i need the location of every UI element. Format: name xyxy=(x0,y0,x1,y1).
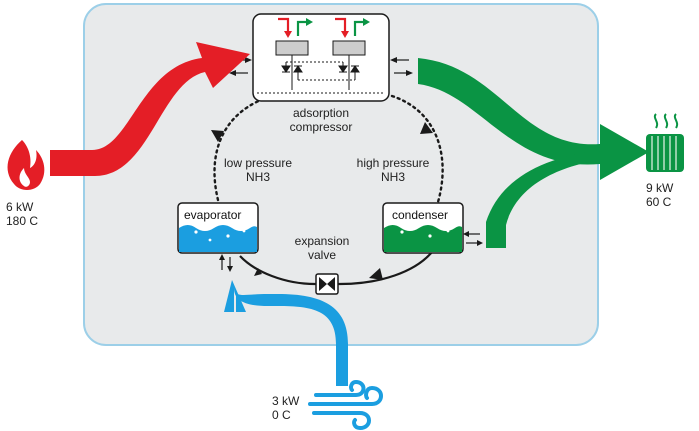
heat-out-arrow-green-left xyxy=(296,20,308,36)
radiator-icon xyxy=(646,113,684,172)
condenser-unit xyxy=(382,202,483,254)
ambient-source-temperature: 0 C xyxy=(272,408,291,422)
adsorber-bed-left xyxy=(275,40,309,56)
heat-output-temperature: 60 C xyxy=(646,195,672,209)
high-pressure-arrowhead xyxy=(420,122,433,134)
ambient-input-arrow xyxy=(224,280,348,386)
wind-icon xyxy=(308,379,383,431)
adsorber-bed-right xyxy=(332,40,366,56)
liquid-arrowhead-right xyxy=(369,268,383,280)
condenser-heat-arrow xyxy=(486,150,600,248)
flame-icon xyxy=(7,140,45,190)
evaporator-unit xyxy=(177,202,259,272)
heat-output-power: 9 kW xyxy=(646,181,674,195)
low-pressure-label-line1: low pressure xyxy=(224,156,292,170)
heat-output-arrow xyxy=(418,58,649,180)
heat-out-arrow-green-right xyxy=(353,20,365,36)
adsorption-compressor xyxy=(229,13,413,102)
expansion-valve-symbol xyxy=(315,273,339,295)
low-pressure-label-line2: NH3 xyxy=(246,170,270,184)
compressor-label-line1: adsorption xyxy=(293,106,349,120)
liquid-arrowhead-left xyxy=(254,268,262,276)
compressor-label-line2: compressor xyxy=(290,120,353,134)
heat-input-arrow xyxy=(50,42,250,176)
heat-in-arrow-red-left xyxy=(278,17,290,33)
condenser-label: condenser xyxy=(392,208,448,222)
high-pressure-label-line1: high pressure xyxy=(357,156,430,170)
low-pressure-vapor-line xyxy=(213,94,274,202)
expansion-valve-label-line1: expansion xyxy=(295,234,350,248)
high-pressure-label-line2: NH3 xyxy=(381,170,405,184)
heat-source-temperature: 180 C xyxy=(6,214,38,228)
evaporator-label: evaporator xyxy=(184,208,241,222)
heat-in-arrow-red-right xyxy=(335,17,347,33)
ambient-source-power: 3 kW xyxy=(272,394,300,408)
high-pressure-vapor-line xyxy=(390,94,444,204)
low-pressure-arrowhead xyxy=(211,130,224,142)
expansion-valve-label-line2: valve xyxy=(308,248,336,262)
heat-source-power: 6 kW xyxy=(6,200,34,214)
